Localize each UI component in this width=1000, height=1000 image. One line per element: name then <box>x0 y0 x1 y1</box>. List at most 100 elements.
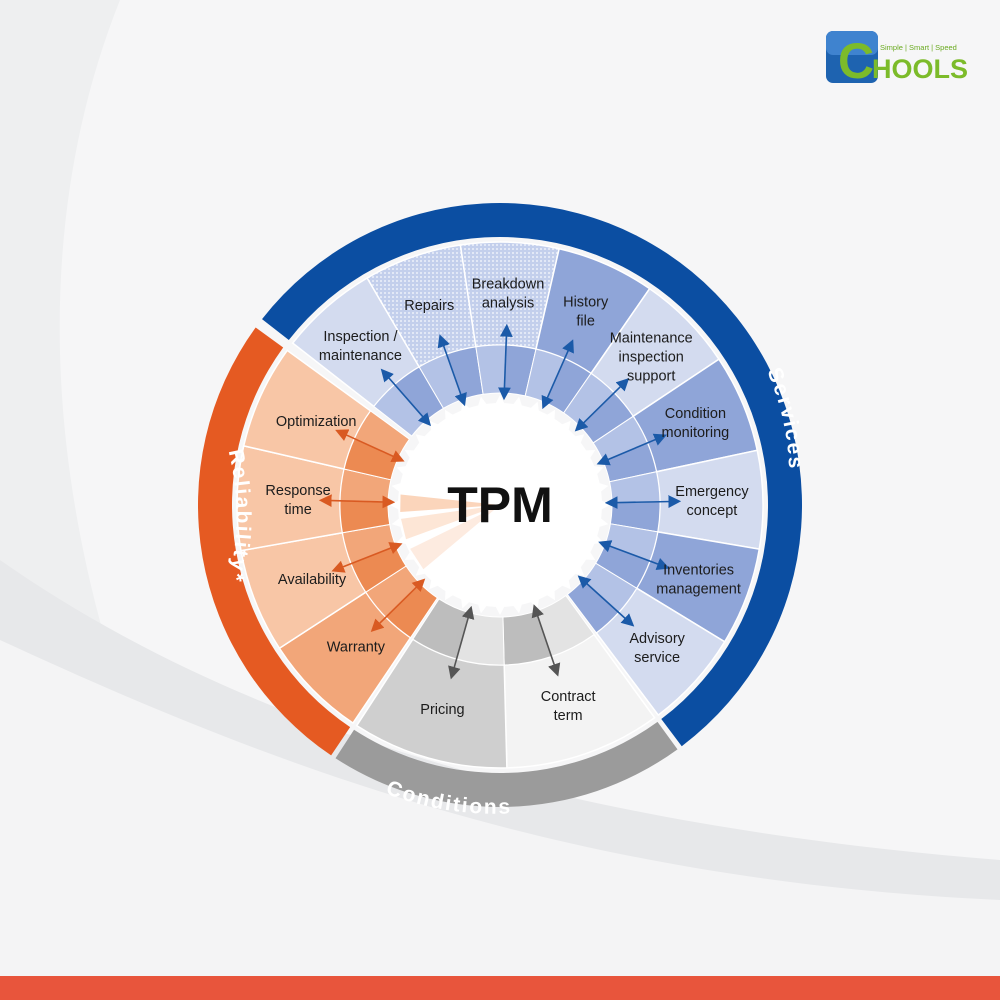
logo-wordmark: HOOLS <box>872 54 968 84</box>
services-label-8-line-1: Inventories <box>663 563 734 579</box>
hub-tooth <box>560 420 571 432</box>
hub-tooth <box>494 604 506 615</box>
conditions-label-2: Pricing <box>420 702 464 718</box>
hub-tooth <box>573 434 585 445</box>
reliability-label-2-line-1: Availability <box>278 572 347 588</box>
hub-tooth <box>477 396 488 408</box>
hub-tooth <box>396 465 408 476</box>
hub-tooth <box>599 499 610 511</box>
services-label-4-line-2: file <box>576 314 595 330</box>
services-label-8: Inventories management <box>656 563 741 598</box>
services-label-1: Inspection / maintenance <box>319 329 402 364</box>
logo-tagline: Simple | Smart | Speed <box>880 43 957 52</box>
services-label-6: Condition monitoring <box>662 406 730 441</box>
services-label-4: History file <box>563 295 609 330</box>
reliability-arrow-2 <box>331 542 403 573</box>
services-label-1-line-1: Inspection / <box>323 329 398 345</box>
reliability-label-4-line-1: Optimization <box>276 414 357 430</box>
services-label-1-line-2: maintenance <box>319 348 402 364</box>
conditions-ring <box>335 721 678 807</box>
services-label-6-line-1: Condition <box>665 406 726 422</box>
hub-tooth <box>390 499 401 511</box>
hub-tooth <box>512 396 523 408</box>
conditions-arrow-1 <box>531 604 561 677</box>
reliability-label-3: Response time <box>265 483 330 518</box>
conditions-label-1-line-1: Contract <box>541 689 596 705</box>
reliability-label-4: Optimization <box>276 414 357 430</box>
chools-logo: C HOOLS Simple | Smart | Speed <box>826 31 968 89</box>
reliability-label-3-line-1: Response <box>265 483 330 499</box>
hub-tooth <box>573 565 585 576</box>
hub-ray-1 <box>400 505 500 540</box>
hub-tooth <box>545 409 555 422</box>
hub-tooth <box>583 550 596 560</box>
reliability-arrow-4 <box>335 429 405 463</box>
services-arrow-3 <box>498 323 513 401</box>
services-label-6-line-2: monitoring <box>662 425 730 441</box>
services-arrow-4 <box>541 339 574 410</box>
services-arrow-8 <box>598 540 670 570</box>
hub-tooth <box>404 450 417 460</box>
services-label-4-line-1: History <box>563 295 609 311</box>
hub-tooth <box>592 465 604 476</box>
services-arrow-2 <box>437 334 467 407</box>
reliability-arrow-3 <box>318 494 396 509</box>
services-label-2-line-1: Repairs <box>404 298 454 314</box>
services-label-8-line-2: management <box>656 582 741 598</box>
hub-tooth <box>445 409 455 422</box>
hub-tooth <box>415 434 427 445</box>
bidirectional-arrows <box>318 323 682 680</box>
services-arrow-6 <box>596 433 668 466</box>
services-label-7-line-2: concept <box>687 503 738 519</box>
logo-square-highlight <box>826 31 878 55</box>
hub-tooth <box>396 534 408 545</box>
services-arrow-5 <box>574 377 630 432</box>
hub-tooth <box>597 482 609 493</box>
reliability-label-2: Availability <box>278 572 347 588</box>
hub-tooth <box>529 401 540 413</box>
services-label-7-line-1: Emergency <box>675 484 749 500</box>
services-arrow-1 <box>380 368 432 427</box>
hub-ray-3 <box>410 505 500 570</box>
hub-tooth <box>545 588 555 601</box>
hub-tooth <box>429 578 440 590</box>
logo-letter: C <box>838 33 874 89</box>
reliability-arrow-1 <box>370 578 426 633</box>
reliability-label-1-line-1: Warranty <box>327 640 386 656</box>
services-arrow-7 <box>604 495 682 510</box>
services-label-5: Maintenance inspection support <box>610 330 693 384</box>
services-label-7: Emergency concept <box>675 484 749 519</box>
reliability-ring <box>198 327 351 756</box>
hub-tooth <box>583 450 596 460</box>
services-label-3-line-2: analysis <box>482 296 534 312</box>
services-label-9-line-2: service <box>634 650 680 666</box>
hub-tooth <box>404 550 417 560</box>
hub-tooth <box>512 602 523 614</box>
hub-tooth <box>391 482 403 493</box>
conditions-label-1: Contract term <box>541 689 596 724</box>
conditions-label-2-line-1: Pricing <box>420 702 464 718</box>
outer-rings <box>198 203 802 807</box>
conditions-label-1-line-2: term <box>554 708 583 724</box>
services-label-9-line-1: Advisory <box>629 631 685 647</box>
hub-ray-2 <box>400 494 500 512</box>
services-label-2: Repairs <box>404 298 454 314</box>
hub-tooth <box>477 602 488 614</box>
services-label-5-line-1: Maintenance <box>610 330 693 346</box>
conditions-arrow-2 <box>448 605 475 680</box>
hub-tooth <box>560 578 571 590</box>
services-label-5-line-2: inspection <box>619 349 684 365</box>
hub-tooth <box>391 517 403 528</box>
reliability-label-1: Warranty <box>327 640 386 656</box>
hub-tooth <box>429 420 440 432</box>
reliability-label-3-line-2: time <box>284 502 311 518</box>
hub-tooth <box>415 565 427 576</box>
hub-tooth <box>597 517 609 528</box>
services-label-5-line-3: support <box>627 368 675 384</box>
footer-bar <box>0 976 1000 1000</box>
center-hub-teeth <box>390 395 610 615</box>
center-title: TPM <box>447 477 553 533</box>
